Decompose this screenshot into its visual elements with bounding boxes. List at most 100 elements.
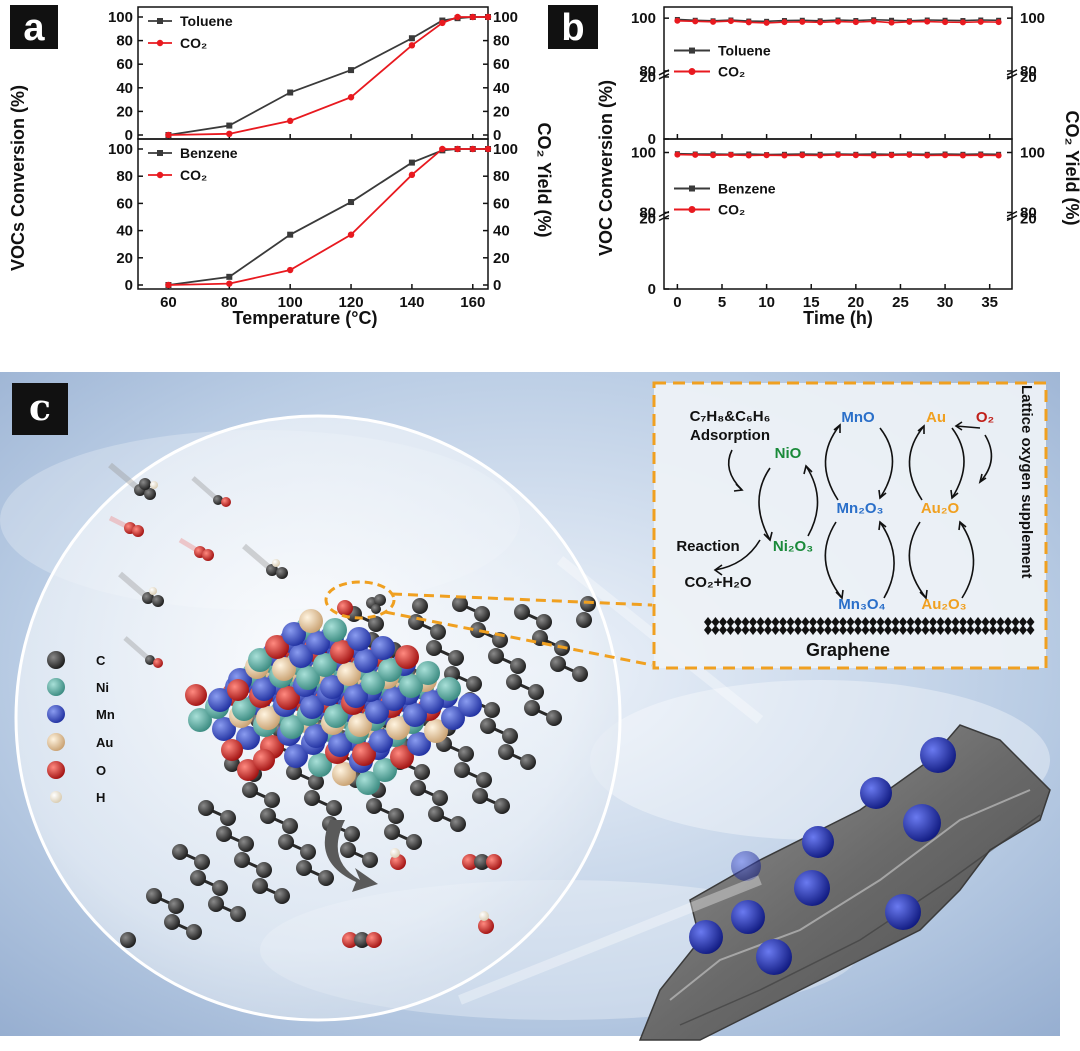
data-point [287,231,294,238]
svg-text:H: H [96,790,105,805]
au-label: Au [926,409,946,426]
carbon-atom [428,806,444,822]
data-point [226,280,233,287]
y2-tick-label: 20 [493,250,510,267]
diamond-mark [899,625,907,635]
cluster-atom [458,693,482,717]
diamond-mark [726,617,735,627]
data-point [763,152,770,159]
reactants-label: C₇H₈&C₆H₆ [690,408,771,425]
nio-label: NiO [775,445,802,462]
products-label: CO₂+H₂O [684,574,751,591]
series-line [168,16,488,136]
carbon-atom [340,842,356,858]
diamond-mark [801,625,810,635]
cluster-atom [365,700,389,724]
y2-tick-label: 40 [493,80,510,97]
data-point [727,151,734,158]
cluster-atom [289,644,313,668]
diamond-mark [734,625,742,635]
y-tick-label: 100 [631,145,656,162]
diamond-mark [914,625,922,635]
data-point [995,19,1002,26]
cluster-atom [332,762,356,786]
data-point [469,145,476,153]
cycle-arrows [713,421,993,600]
data-point [995,152,1002,159]
carbon-atom [368,616,384,632]
cluster-atom [441,706,465,730]
carbon-atom [296,860,312,876]
data-point [852,152,859,159]
cluster-atom [272,657,296,681]
cluster-atom [395,645,419,669]
panel-b-ylabel: VOC Conversion (%) [596,80,616,256]
y2-tick-label: 0 [493,127,501,144]
carbon-atom [388,808,404,824]
diamond-mark [771,625,780,635]
y2-tick-label: 20 [1020,211,1037,228]
data-point [347,94,355,101]
oxygen-atom [221,739,243,761]
diamond-mark [831,625,840,635]
data-point [469,13,476,21]
zoom-connector [384,610,653,667]
y2-tick-label: 80 [493,33,510,50]
legend-marker [688,68,696,76]
cluster-atom [256,706,280,730]
adsorption-label: Adsorption [690,427,770,444]
panel-b-y2label: CO₂ Yield (%) [1062,110,1080,225]
carbon-atom [220,810,236,826]
panel-b-label: b [561,7,584,49]
carbon-atom [274,888,290,904]
cluster-atom [347,627,371,651]
diamond-mark [839,617,847,627]
diamond-mark [749,617,757,627]
data-point [942,152,949,159]
atom-legend-item-ni: Ni [47,678,109,696]
cluster-atom [296,666,320,690]
diamond-mark [936,617,945,627]
carbon-atom [528,684,544,700]
y-tick-label: 0 [648,131,656,148]
y-tick-label: 20 [639,211,656,228]
carbon-atom [488,648,504,664]
data-point [870,18,877,25]
diamond-mark [1011,617,1020,627]
legend-marker [157,18,163,24]
legend-marker [688,206,696,213]
oxygen-atom [253,749,275,771]
cluster-atom [320,675,344,699]
diamond-mark [854,617,862,627]
data-point [408,35,415,42]
diamond-mark [1026,617,1035,627]
data-point [799,152,806,159]
cluster-atom [236,726,260,750]
panel-a-xlabel: Temperature (°C) [233,308,378,328]
data-point [906,151,913,158]
atom-legend-item-au: Au [47,733,113,751]
diamond-mark [1026,625,1035,635]
diamond-mark [884,617,892,627]
carbon-atom [286,764,302,780]
y-tick-label: 0 [125,127,133,144]
diamond-mark [891,625,900,635]
diamond-mark [846,617,855,627]
series-line [168,148,488,286]
legend-label: Toluene [718,43,771,59]
oxygen-atom [227,679,249,701]
diamond-mark [794,617,802,627]
data-point [348,199,355,206]
atom-legend-item-c: C [47,651,106,669]
x-tick-label: 25 [892,294,909,311]
cluster-atom [399,674,423,698]
diamond-mark [876,617,885,627]
nanoparticle [860,777,892,809]
data-point [959,19,966,26]
carbon-atom [362,852,378,868]
carbon-atom [282,818,298,834]
diamond-mark [906,625,915,635]
data-point [870,152,877,159]
